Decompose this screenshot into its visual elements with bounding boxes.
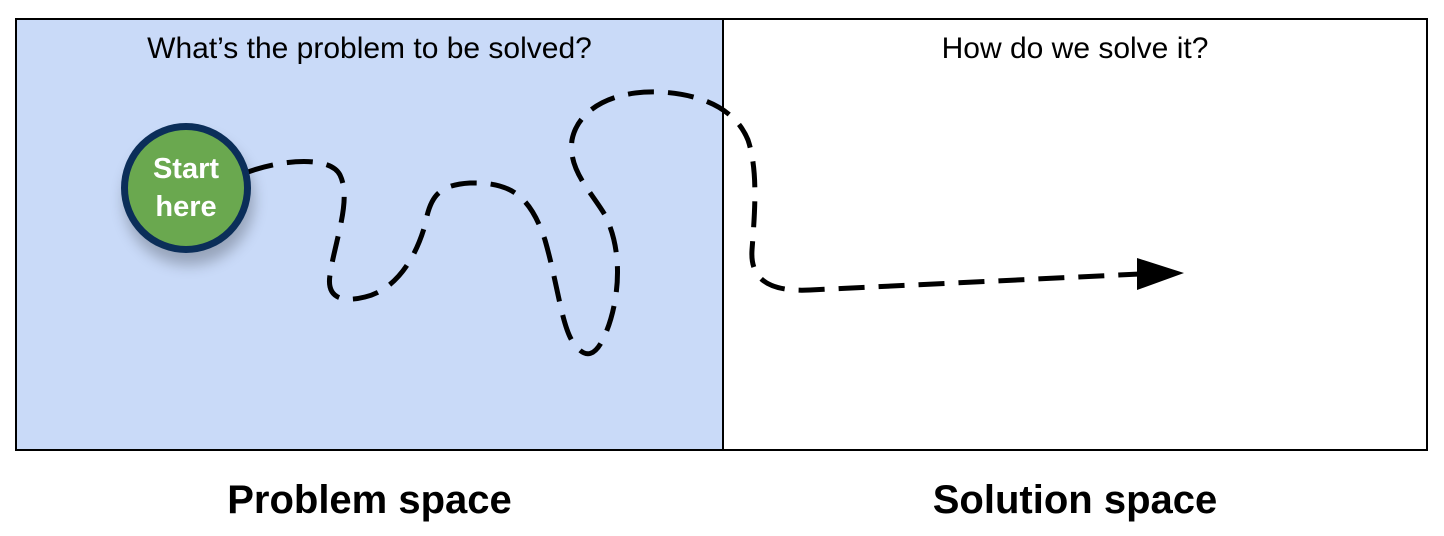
solution-question: How do we solve it? [941,32,1209,65]
problem-question: What’s the problem to be solved? [147,32,592,65]
dashed-path [247,89,1141,357]
solution-space-panel [722,18,1428,451]
start-label-line1: Start [152,153,220,185]
problem-space-label: Problem space [227,478,512,522]
start-here-node: Start here [121,123,251,253]
problem-space-panel [15,18,724,451]
start-label-line2: here [155,191,217,223]
solution-space-label: Solution space [932,478,1218,522]
arrowhead-icon [1137,258,1184,290]
